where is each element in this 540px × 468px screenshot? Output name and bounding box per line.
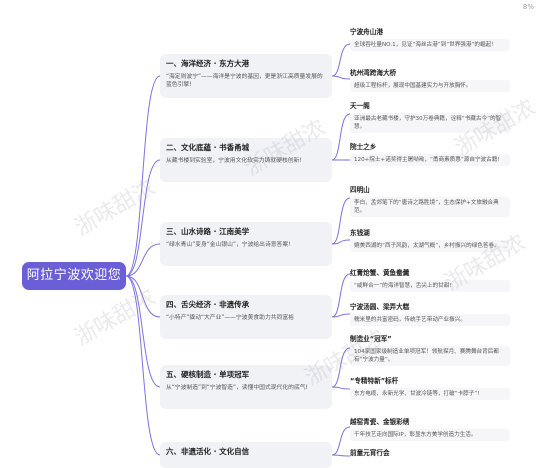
branch-node-intangible-heritage[interactable]: 六、非遗活化 · 文化自信 [160, 442, 332, 468]
branch-description: 从藏书楼到实验室，宁波用文化软实力铸就硬核创新! [166, 158, 302, 164]
root-label: 阿拉宁波欢迎您 [26, 268, 122, 283]
branch-node-manufacturing[interactable]: 五、硬核制造 · 单项冠军 从“宁波制造”到“宁波智造”，读懂中国式现代化的底气… [160, 365, 332, 409]
leaf-description: 东方电缆、永新光学、甘波冷链等，打破“卡脖子”! [350, 388, 510, 400]
root-to-branch-connector [125, 243, 161, 277]
leaf-node-siming-mountain[interactable]: 四明山 李白、孟郊笔下的“唐诗之路胜境”，生态保护+文旅融合典范。 [350, 185, 510, 217]
leaf-title: 天一阁 [350, 102, 370, 110]
branch-node-landscape[interactable]: 三、山水诗路 · 江南美学 “绿水青山”变身“金山银山”，宁波给出诗意答案! [160, 222, 332, 266]
leaf-title: 杭州湾跨海大桥 [350, 69, 397, 77]
root-to-branch-connector [125, 275, 161, 318]
branch-description: “小特产”撬动“大产业”——宁波美食助力共同富裕 [166, 315, 294, 321]
branch-node-cuisine[interactable]: 四、舌尖经济 · 非遗传承 “小特产”撬动“大产业”——宁波美食助力共同富裕 [160, 295, 332, 339]
branch-to-leaf-connector [331, 347, 351, 388]
branch-to-leaf-connector [331, 313, 351, 318]
branch-title: 二、文化底蕴 · 书香甬城 [166, 143, 250, 152]
leaf-title: 东钱湖 [350, 229, 370, 237]
leaf-title: “专精特新”标杆 [350, 377, 399, 385]
leaf-description: 120+院士+诺奖得主屠呦呦，“甬商素质惠”源自宁波古籍! [350, 154, 510, 166]
leaf-description: 全球吞吐量NO.1，见证“海丝古港”到“世界强港”的崛起! [350, 39, 510, 51]
leaf-node-hangzhou-bay-bridge[interactable]: 杭州湾跨海大桥 超级工程标杆，展现中国基建实力与开放胸怀。 [350, 68, 510, 92]
leaf-node-specialized-enterprises[interactable]: “专精特新”标杆 东方电缆、永新光学、甘波冷链等，打破“卡脖子”! [350, 376, 510, 400]
leaf-description: 亚洲最古老藏书楼，守护30万卷典籍，诠释“书藏古今”的智慧。 [350, 113, 510, 133]
leaf-node-yue-kiln-celadon[interactable]: 越窑青瓷、金银彩绣 千年技艺走向国际IP，彰显东方美学创造力生活。 [350, 417, 510, 441]
branch-to-leaf-connector [331, 273, 351, 318]
leaf-description: “咸鲜合一”的海洋智慧，舌尖上的甘甜! [350, 280, 510, 292]
branch-title: 一、海洋经济 · 东方大港 [166, 59, 250, 68]
leaf-title: 制造业“冠军” [350, 335, 392, 343]
branch-to-leaf-connector [331, 75, 351, 80]
branch-to-leaf-connector [331, 454, 351, 457]
leaf-title: 宁波舟山港 [350, 28, 383, 36]
leaf-node-tangyuan[interactable]: 宁波汤圆、梁弄大糕 糯米里的共富密码，传统手艺带动产业振兴。 [350, 302, 510, 326]
leaf-node-champion-manufacturers[interactable]: 制造业“冠军” 104家国家级制造业单项冠军！领航探月、赛腾舞台背后都有“宁波力… [350, 334, 510, 366]
branch-description: “海定则波宁”——海洋是宁波的基因，更是浙江高质量发展的蓝色引擎! [166, 74, 323, 88]
leaf-title: 四明山 [350, 186, 370, 194]
branch-to-leaf-connector [331, 426, 351, 456]
leaf-node-qiantong-lantern-fair[interactable]: 前童元宵行会 [350, 448, 510, 458]
leaf-title: 越窑青瓷、金银彩绣 [350, 418, 410, 426]
branch-to-leaf-connector [331, 43, 351, 77]
leaf-description: 104家国家级制造业单项冠军！领航探月、赛腾舞台背后都有“宁波力量”。 [350, 346, 510, 366]
root-to-branch-connector [125, 75, 161, 277]
root-to-branch-connector [125, 275, 161, 456]
root-node[interactable]: 阿拉宁波欢迎您 [22, 262, 126, 290]
leaf-description: 超级工程标杆，展现中国基建实力与开放胸怀。 [350, 80, 510, 92]
leaf-node-ningbo-zhoushan-port[interactable]: 宁波舟山港 全球吞吐量NO.1，见证“海丝古港”到“世界强港”的崛起! [350, 27, 510, 51]
leaf-node-tianyi-pavilion[interactable]: 天一阁 亚洲最古老藏书楼，守护30万卷典籍，诠释“书藏古今”的智慧。 [350, 101, 510, 133]
branch-to-leaf-connector [331, 239, 351, 245]
leaf-description: 糯米里的共富密码，传统手艺带动产业振兴。 [350, 314, 510, 326]
zoom-label: 8% [522, 3, 534, 11]
branch-to-leaf-connector [331, 113, 351, 161]
leaf-description: 千年技艺走向国际IP，彰显东方美学创造力生活。 [350, 429, 510, 441]
leaf-title: 红膏炝蟹、黄鱼鲞羹 [350, 269, 410, 277]
leaf-node-dongqian-lake[interactable]: 东钱湖 媲美西湖的“西子风韵，太湖气概”，乡村振兴的绿色答卷。 [350, 228, 510, 252]
leaf-title: 院士之乡 [350, 143, 377, 151]
leaf-description: 李白、孟郊笔下的“唐诗之路胜境”，生态保护+文旅融合典范。 [350, 197, 510, 217]
branch-title: 五、硬核制造 · 单项冠军 [166, 370, 250, 379]
leaf-node-drunken-crab[interactable]: 红膏炝蟹、黄鱼鲞羹 “咸鲜合一”的海洋智慧，舌尖上的甘甜! [350, 268, 510, 292]
branch-description: 从“宁波制造”到“宁波智造”，读懂中国式现代化的底气! [166, 385, 308, 391]
root-to-branch-connector [125, 275, 161, 388]
branch-to-leaf-connector [331, 386, 351, 390]
branch-title: 六、非遗活化 · 文化自信 [166, 447, 250, 456]
branch-to-leaf-connector [331, 197, 351, 245]
leaf-title: 前童元宵行会 [350, 449, 390, 457]
branch-description: “绿水青山”变身“金山银山”，宁波给出诗意答案! [166, 242, 291, 248]
branch-title: 三、山水诗路 · 江南美学 [166, 227, 250, 236]
branch-title: 四、舌尖经济 · 非遗传承 [166, 300, 250, 309]
branch-node-ocean-economy[interactable]: 一、海洋经济 · 东方大港 “海定则波宁”——海洋是宁波的基因，更是浙江高质量发… [160, 54, 332, 98]
leaf-node-academician-hometown[interactable]: 院士之乡 120+院士+诺奖得主屠呦呦，“甬商素质惠”源自宁波古籍! [350, 142, 510, 166]
branch-node-culture[interactable]: 二、文化底蕴 · 书香甬城 从藏书楼到实验室，宁波用文化软实力铸就硬核创新! [160, 138, 332, 182]
leaf-title: 宁波汤圆、梁弄大糕 [350, 303, 410, 311]
leaf-description: 媲美西湖的“西子风韵，太湖气概”，乡村振兴的绿色答卷。 [350, 240, 510, 252]
root-to-branch-connector [125, 159, 161, 277]
